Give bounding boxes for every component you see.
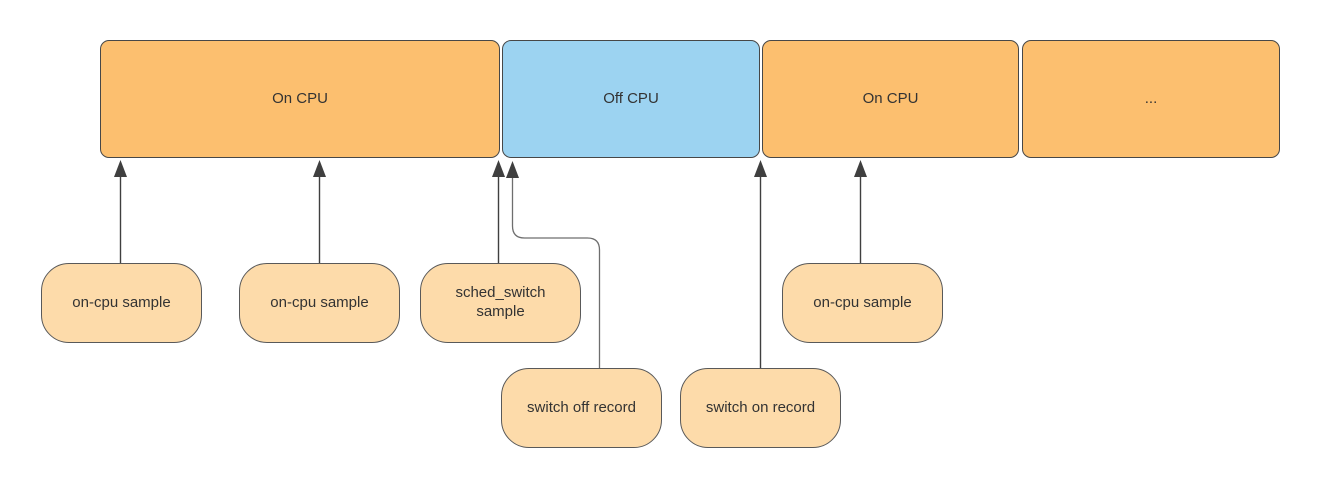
- block-label: On CPU: [272, 90, 328, 107]
- arrow-sched-switch-sample: [492, 160, 505, 263]
- annotation-label: on-cpu sample: [813, 293, 912, 311]
- timeline-block-off-cpu: Off CPU: [502, 40, 760, 158]
- arrow-on-cpu-sample-2: [313, 160, 326, 263]
- annotation-on-cpu-sample-1: on-cpu sample: [41, 263, 202, 343]
- annotation-label: on-cpu sample: [270, 293, 369, 311]
- arrow-on-cpu-sample-1: [114, 160, 127, 263]
- block-label: ...: [1144, 90, 1158, 107]
- annotation-on-cpu-sample-2: on-cpu sample: [239, 263, 400, 343]
- annotation-label: switch on record: [705, 398, 816, 416]
- annotation-label: on-cpu sample: [72, 293, 171, 311]
- arrow-switch-on-record: [754, 160, 767, 368]
- timeline-block-on-cpu-2: On CPU: [762, 40, 1019, 158]
- timeline-block-on-cpu-1: On CPU: [100, 40, 500, 158]
- annotation-label: sched_switch sample: [455, 284, 546, 320]
- annotation-label: switch off record: [527, 398, 636, 416]
- block-label: Off CPU: [603, 90, 659, 107]
- annotation-on-cpu-sample-3: on-cpu sample: [782, 263, 943, 343]
- annotation-switch-on-record: switch on record: [680, 368, 841, 448]
- arrow-on-cpu-sample-3: [854, 160, 867, 263]
- annotation-switch-off-record: switch off record: [501, 368, 662, 448]
- annotation-sched-switch-sample: sched_switch sample: [420, 263, 581, 343]
- block-label: On CPU: [862, 90, 919, 107]
- timeline-block-ellipsis: ...: [1022, 40, 1280, 158]
